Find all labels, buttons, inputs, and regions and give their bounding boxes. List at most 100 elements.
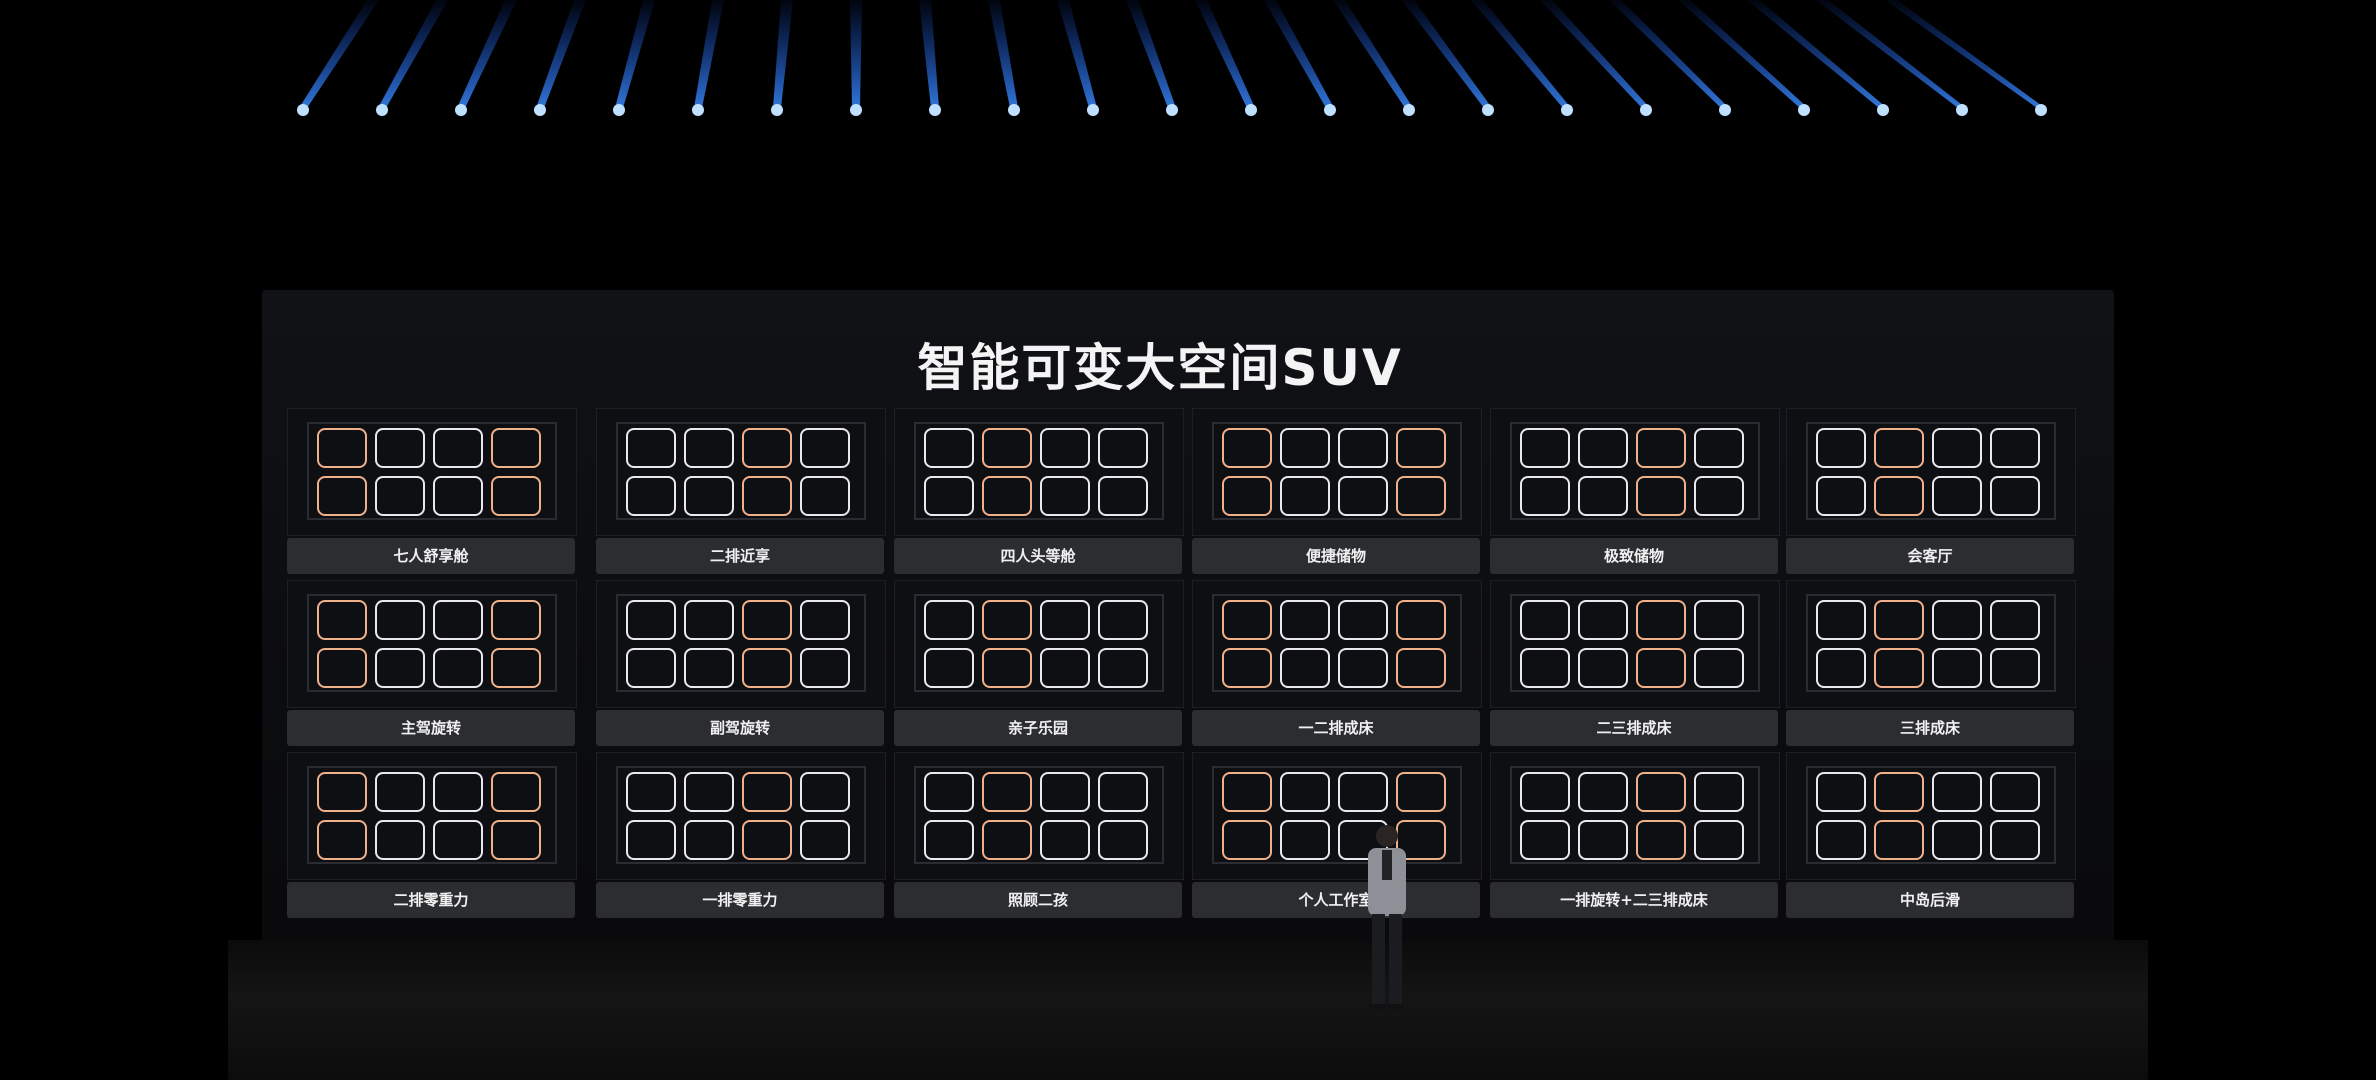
- seat-outline: [1816, 648, 1866, 688]
- seat-outline: [1338, 648, 1388, 688]
- seat-outline: [1280, 600, 1330, 640]
- seat-outline: [1396, 600, 1446, 640]
- seat-outline: [433, 772, 483, 812]
- spotlight-beam: [850, 0, 862, 108]
- seat-layout-tile: 一排零重力: [596, 752, 886, 918]
- spotlight-beam: [615, 0, 655, 108]
- seat-outline: [491, 428, 541, 468]
- seat-outline: [1578, 820, 1628, 860]
- seat-diagram: [1192, 580, 1482, 708]
- seat-outline: [1396, 476, 1446, 516]
- seat-outline: [1816, 476, 1866, 516]
- spotlight-lamp: [1087, 104, 1099, 116]
- seat-outline: [800, 476, 850, 516]
- seat-diagram: [287, 408, 577, 536]
- seat-outline: [1520, 476, 1570, 516]
- seat-outline: [317, 772, 367, 812]
- seat-layout-label: 照顾二孩: [894, 882, 1182, 918]
- stage-floor: [228, 940, 2148, 1080]
- seat-outline: [1040, 648, 1090, 688]
- seat-outline: [1816, 428, 1866, 468]
- seat-outline: [1098, 648, 1148, 688]
- spotlight-lamp: [692, 104, 704, 116]
- seat-outline: [1694, 428, 1744, 468]
- seat-outline: [1636, 648, 1686, 688]
- seat-outline: [375, 648, 425, 688]
- seat-outline: [684, 600, 734, 640]
- spotlight-lamp: [929, 104, 941, 116]
- spotlight-lamp: [1324, 104, 1336, 116]
- seat-outline: [924, 772, 974, 812]
- seat-layout-label: 一排零重力: [596, 882, 884, 918]
- seat-outline: [800, 772, 850, 812]
- seat-outline: [982, 428, 1032, 468]
- spotlight-lamp: [376, 104, 388, 116]
- seat-outline: [1990, 648, 2040, 688]
- seat-outline: [375, 600, 425, 640]
- seat-outline: [491, 772, 541, 812]
- seat-diagram: [1490, 408, 1780, 536]
- spotlight-lamp: [1877, 104, 1889, 116]
- seat-outline: [982, 600, 1032, 640]
- spotlight-beam: [378, 0, 448, 108]
- seat-outline: [317, 648, 367, 688]
- seat-outline: [1578, 648, 1628, 688]
- seat-layout-label: 七人舒享舱: [287, 538, 575, 574]
- seat-outline: [1280, 476, 1330, 516]
- seat-layout-label: 一排旋转+二三排成床: [1490, 882, 1778, 918]
- seat-layout-tile: 中岛后滑: [1786, 752, 2076, 918]
- spotlight-beam: [299, 0, 379, 108]
- seat-outline: [1874, 648, 1924, 688]
- seat-layout-tile: 一排旋转+二三排成床: [1490, 752, 1780, 918]
- seat-layout-label: 副驾旋转: [596, 710, 884, 746]
- seat-outline: [1280, 772, 1330, 812]
- seat-outline: [1932, 820, 1982, 860]
- seat-outline: [924, 476, 974, 516]
- seat-outline: [1578, 428, 1628, 468]
- seat-outline: [924, 648, 974, 688]
- spotlight-beam: [457, 0, 517, 108]
- spotlight-lamp: [1482, 104, 1494, 116]
- seat-layout-label: 个人工作室: [1192, 882, 1480, 918]
- spotlight-lamp: [455, 104, 467, 116]
- seat-outline: [800, 648, 850, 688]
- seat-outline: [375, 820, 425, 860]
- spotlight-lamp: [1403, 104, 1415, 116]
- seat-layout-label: 三排成床: [1786, 710, 2074, 746]
- spotlight-beam: [1609, 0, 1729, 108]
- seat-outline: [626, 476, 676, 516]
- spotlight-beam: [988, 0, 1018, 108]
- seat-outline: [1578, 600, 1628, 640]
- seat-outline: [800, 820, 850, 860]
- seat-outline: [1874, 772, 1924, 812]
- seat-outline: [1396, 428, 1446, 468]
- seat-outline: [433, 600, 483, 640]
- spotlight-lamp: [613, 104, 625, 116]
- spotlight-beam: [1816, 0, 1966, 108]
- seat-outline: [800, 600, 850, 640]
- seat-outline: [1694, 772, 1744, 812]
- seat-layout-label: 便捷储物: [1192, 538, 1480, 574]
- seat-outline: [684, 428, 734, 468]
- seat-outline: [491, 648, 541, 688]
- seat-outline: [317, 476, 367, 516]
- seat-layout-tile: 照顾二孩: [894, 752, 1184, 918]
- seat-outline: [1990, 476, 2040, 516]
- seat-outline: [1990, 772, 2040, 812]
- seat-outline: [1990, 600, 2040, 640]
- seat-outline: [1040, 428, 1090, 468]
- seat-layout-tile: 七人舒享舱: [287, 408, 577, 574]
- spotlight-lamp: [1245, 104, 1257, 116]
- seat-diagram: [1786, 580, 2076, 708]
- seat-outline: [626, 600, 676, 640]
- spotlight-lamp: [1798, 104, 1810, 116]
- seat-outline: [317, 820, 367, 860]
- seat-layout-label: 亲子乐园: [894, 710, 1182, 746]
- seat-layout-label: 一二排成床: [1192, 710, 1480, 746]
- seat-outline: [1520, 648, 1570, 688]
- seat-outline: [1874, 428, 1924, 468]
- seat-outline: [1694, 648, 1744, 688]
- seat-outline: [982, 648, 1032, 688]
- seat-outline: [1520, 600, 1570, 640]
